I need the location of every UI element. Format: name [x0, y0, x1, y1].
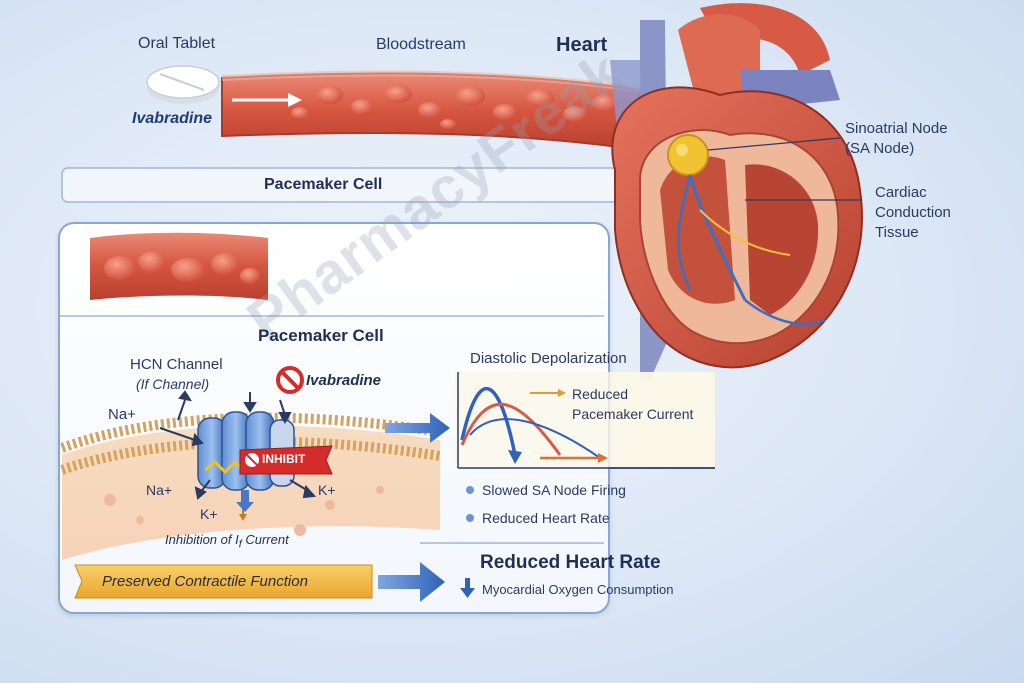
tablet-icon: [146, 65, 220, 104]
na-top-label: Na+: [108, 406, 136, 423]
heart-label: Heart: [556, 34, 608, 56]
oral-tablet-label: Oral Tablet: [138, 35, 216, 52]
ivabradine-inner-label: Ivabradine: [306, 372, 382, 389]
diastolic-label: Diastolic Depolarization: [470, 350, 627, 367]
inhibition-suffix: Current: [241, 532, 289, 547]
if-channel-label: (If Channel): [136, 376, 210, 392]
pacemaker-inner-label: Pacemaker Cell: [258, 326, 384, 345]
bloodstream-label: Bloodstream: [376, 36, 466, 53]
conduction-label-3: Tissue: [875, 224, 919, 241]
sa-node-label-1: Sinoatrial Node: [845, 120, 948, 137]
reduced-label-2: Pacemaker Current: [572, 406, 694, 422]
sa-node-label-2: (SA Node): [845, 140, 915, 157]
inhibition-sub: f: [238, 538, 242, 551]
inhibition-prefix: Inhibition of I: [165, 532, 239, 547]
preserved-contractile-label: Preserved Contractile Function: [102, 573, 308, 590]
k-right-label: K+: [318, 482, 336, 498]
inhibition-current-label: Inhibition of If Current: [165, 532, 289, 551]
conduction-label-2: Conduction: [875, 204, 951, 221]
ivabradine-top-label: Ivabradine: [132, 110, 213, 127]
reduced-label-1: Reduced: [572, 386, 629, 402]
pacemaker-banner-label: Pacemaker Cell: [264, 176, 383, 193]
k-bottom-label: K+: [200, 506, 218, 522]
myocardial-oxygen-label: Myocardial Oxygen Consumption: [482, 582, 674, 597]
hcn-channel-label: HCN Channel: [130, 356, 223, 373]
heart-illustration: [610, 3, 863, 380]
inhibit-label: INHIBIT: [262, 452, 306, 466]
tablet-to-blood-arrow: [232, 93, 302, 107]
red-blood-cells: [291, 85, 618, 129]
reduced-hr-small-label: Reduced Heart Rate: [482, 510, 610, 526]
reduced-hr-big-label: Reduced Heart Rate: [480, 552, 661, 573]
sa-node: [667, 134, 709, 176]
slowed-sa-label: Slowed SA Node Firing: [482, 482, 626, 498]
na-bottom-label: Na+: [146, 482, 173, 498]
conduction-label-1: Cardiac: [875, 184, 927, 201]
